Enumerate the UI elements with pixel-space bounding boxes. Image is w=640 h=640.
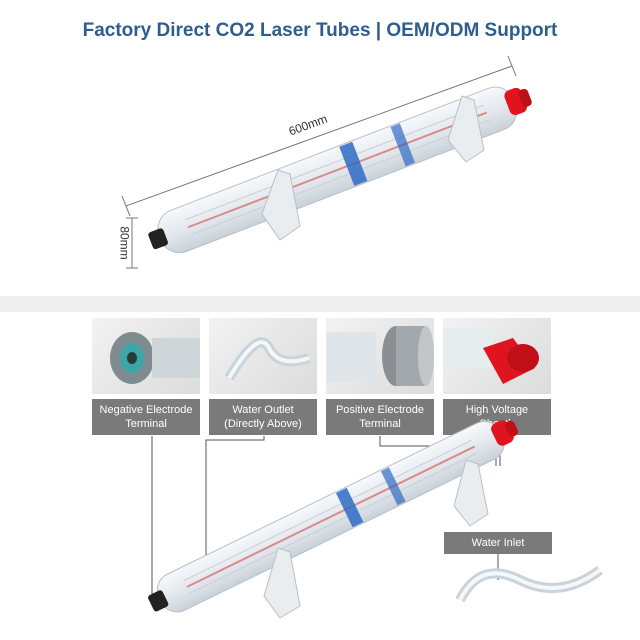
laser-tube-bottom xyxy=(148,420,519,619)
tag-negative-electrode: Negative Electrode Terminal xyxy=(92,399,200,435)
high-voltage-sheath-photo xyxy=(443,318,551,394)
section-divider xyxy=(0,296,640,312)
tag-positive-electrode: Positive Electrode Terminal xyxy=(326,399,434,435)
tag-water-inlet: Water Inlet xyxy=(444,532,552,554)
positive-electrode-photo xyxy=(326,318,434,394)
length-dimension-line xyxy=(121,55,517,217)
page-title: Factory Direct CO2 Laser Tubes | OEM/ODM… xyxy=(82,20,558,41)
water-outlet-photo xyxy=(209,318,317,394)
laser-tube-top xyxy=(148,86,532,254)
negative-electrode-photo xyxy=(92,318,200,394)
diameter-dimension-line xyxy=(126,217,138,269)
water-inlet-closeup xyxy=(455,565,603,603)
tag-water-outlet: Water Outlet (Directly Above) xyxy=(209,399,317,435)
